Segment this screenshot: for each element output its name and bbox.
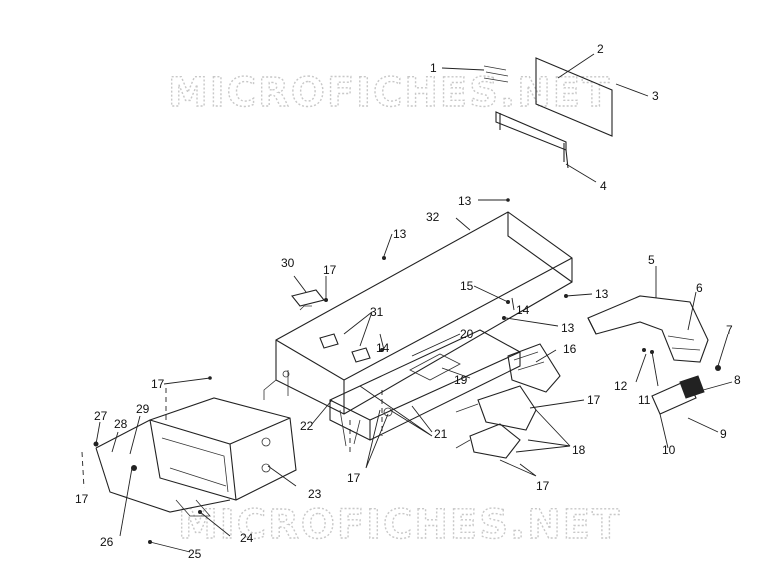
callout-17-b: 17 <box>323 263 337 277</box>
fasteners <box>93 198 721 544</box>
callout-3: 3 <box>652 89 659 103</box>
callout-9: 9 <box>720 427 727 441</box>
front-bulkhead <box>95 397 297 517</box>
callout-29: 29 <box>136 402 150 416</box>
callout-15: 15 <box>460 279 474 293</box>
callout-28: 28 <box>114 417 128 431</box>
lower-frame <box>329 329 521 447</box>
callout-24: 24 <box>240 531 254 545</box>
callout-27: 27 <box>94 409 108 423</box>
callout-2: 2 <box>597 42 604 56</box>
callout-13: 13 <box>458 194 472 208</box>
leader-lines <box>81 53 733 553</box>
callout-17-c: 17 <box>587 393 601 407</box>
callout-12: 12 <box>614 379 628 393</box>
callout-7: 7 <box>726 323 733 337</box>
callout-18: 18 <box>572 443 586 457</box>
callout-14: 14 <box>376 341 390 355</box>
callout-13-c: 13 <box>595 287 609 301</box>
callout-13-d: 13 <box>561 321 575 335</box>
callout-16: 16 <box>563 342 577 356</box>
callout-6: 6 <box>696 281 703 295</box>
rear-bumper <box>587 295 709 363</box>
callouts: 1 2 3 4 5 6 7 8 9 10 11 12 13 14 15 16 1… <box>75 42 741 561</box>
callout-23: 23 <box>308 487 322 501</box>
callout-10: 10 <box>662 443 676 457</box>
callout-26: 26 <box>100 535 114 549</box>
callout-30: 30 <box>281 256 295 270</box>
windshield-panel <box>483 57 613 169</box>
callout-17-e: 17 <box>347 471 361 485</box>
callout-5: 5 <box>648 253 655 267</box>
callout-25: 25 <box>188 547 202 561</box>
watermark-bottom: MICROFICHES.NET <box>178 502 621 548</box>
bracket-18 <box>455 385 537 459</box>
bracket-16 <box>507 343 561 393</box>
callout-21: 21 <box>434 427 448 441</box>
main-chassis <box>263 211 573 415</box>
rear-hitch <box>651 375 705 415</box>
callout-22: 22 <box>300 419 314 433</box>
watermark-top: MICROFICHES.NET <box>168 70 611 116</box>
callout-17: 17 <box>151 377 165 391</box>
callout-32: 32 <box>426 210 440 224</box>
callout-20: 20 <box>460 327 474 341</box>
callout-11: 11 <box>638 393 651 407</box>
callout-17-d: 17 <box>536 479 550 493</box>
callout-1: 1 <box>430 61 437 75</box>
callout-19: 19 <box>454 373 468 387</box>
callout-8: 8 <box>734 373 741 387</box>
callout-13-b: 13 <box>393 227 407 241</box>
small-plates <box>291 289 371 363</box>
callout-31: 31 <box>370 305 384 319</box>
callout-14-b: 14 <box>516 303 530 317</box>
callout-4: 4 <box>600 179 607 193</box>
callout-17-f: 17 <box>75 492 89 506</box>
